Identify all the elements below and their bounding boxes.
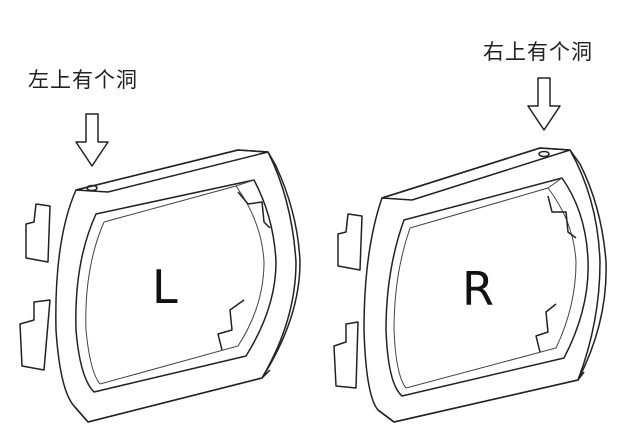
- right-hole-callout: 右上有个洞: [483, 40, 593, 64]
- left-frame-hole: [86, 184, 98, 192]
- left-frame: [19, 149, 301, 423]
- right-down-arrow: [527, 77, 561, 131]
- left-frame-tab-lower: [19, 299, 51, 371]
- left-frame-opening: [75, 179, 277, 393]
- left-hole-callout: 左上有个洞: [28, 68, 138, 92]
- right-frame-label: R: [462, 262, 494, 316]
- left-frame-notch-upper: [237, 191, 271, 229]
- left-down-arrow: [75, 113, 109, 167]
- right-frame-notch-lower: [535, 303, 557, 353]
- right-frame-tab-upper: [337, 213, 363, 271]
- right-frame-hole: [538, 150, 550, 158]
- left-frame-tab-upper: [25, 203, 51, 263]
- right-frame-tab-lower: [333, 321, 359, 389]
- right-frame-notch-upper: [547, 195, 577, 239]
- right-frame: [333, 147, 607, 423]
- left-frame-label: L: [152, 260, 178, 314]
- left-frame-notch-lower: [217, 299, 245, 351]
